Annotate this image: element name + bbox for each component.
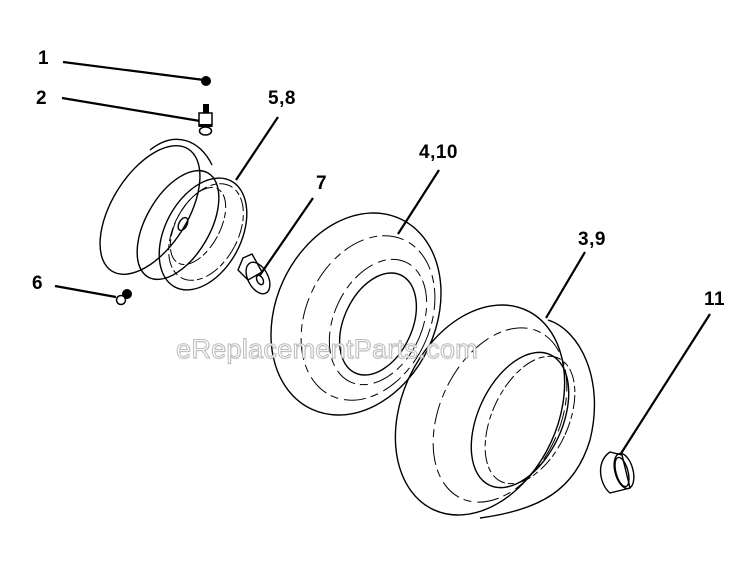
- callout-label-4-10: 4,10: [419, 142, 458, 163]
- valve-cap-icon: [201, 76, 211, 86]
- leader-line-11: [619, 313, 711, 456]
- callout-label-3-9: 3,9: [578, 229, 606, 250]
- leader-line-2: [61, 96, 201, 123]
- callout-label-5-8: 5,8: [268, 88, 296, 109]
- callout-label-7: 7: [316, 173, 328, 194]
- callout-label-6: 6: [32, 273, 44, 294]
- leader-line-6: [54, 284, 117, 299]
- leader-line-7: [259, 197, 314, 276]
- grease-fitting-icon: [115, 289, 132, 306]
- leader-line-5-8: [235, 116, 279, 181]
- leader-line-1: [62, 60, 205, 82]
- leader-line-3-9: [545, 251, 586, 319]
- front-tire-icon: [270, 212, 442, 416]
- valve-stem-icon: [198, 104, 213, 136]
- leader-line-4-10: [397, 169, 440, 235]
- hub-cap-icon: [599, 451, 635, 494]
- callout-label-11: 11: [704, 289, 726, 310]
- wheel-rim-icon: [99, 138, 248, 291]
- rear-tire-icon: [394, 304, 596, 519]
- callout-label-2: 2: [36, 88, 48, 109]
- bushing-icon: [237, 253, 271, 295]
- callout-label-1: 1: [38, 48, 50, 69]
